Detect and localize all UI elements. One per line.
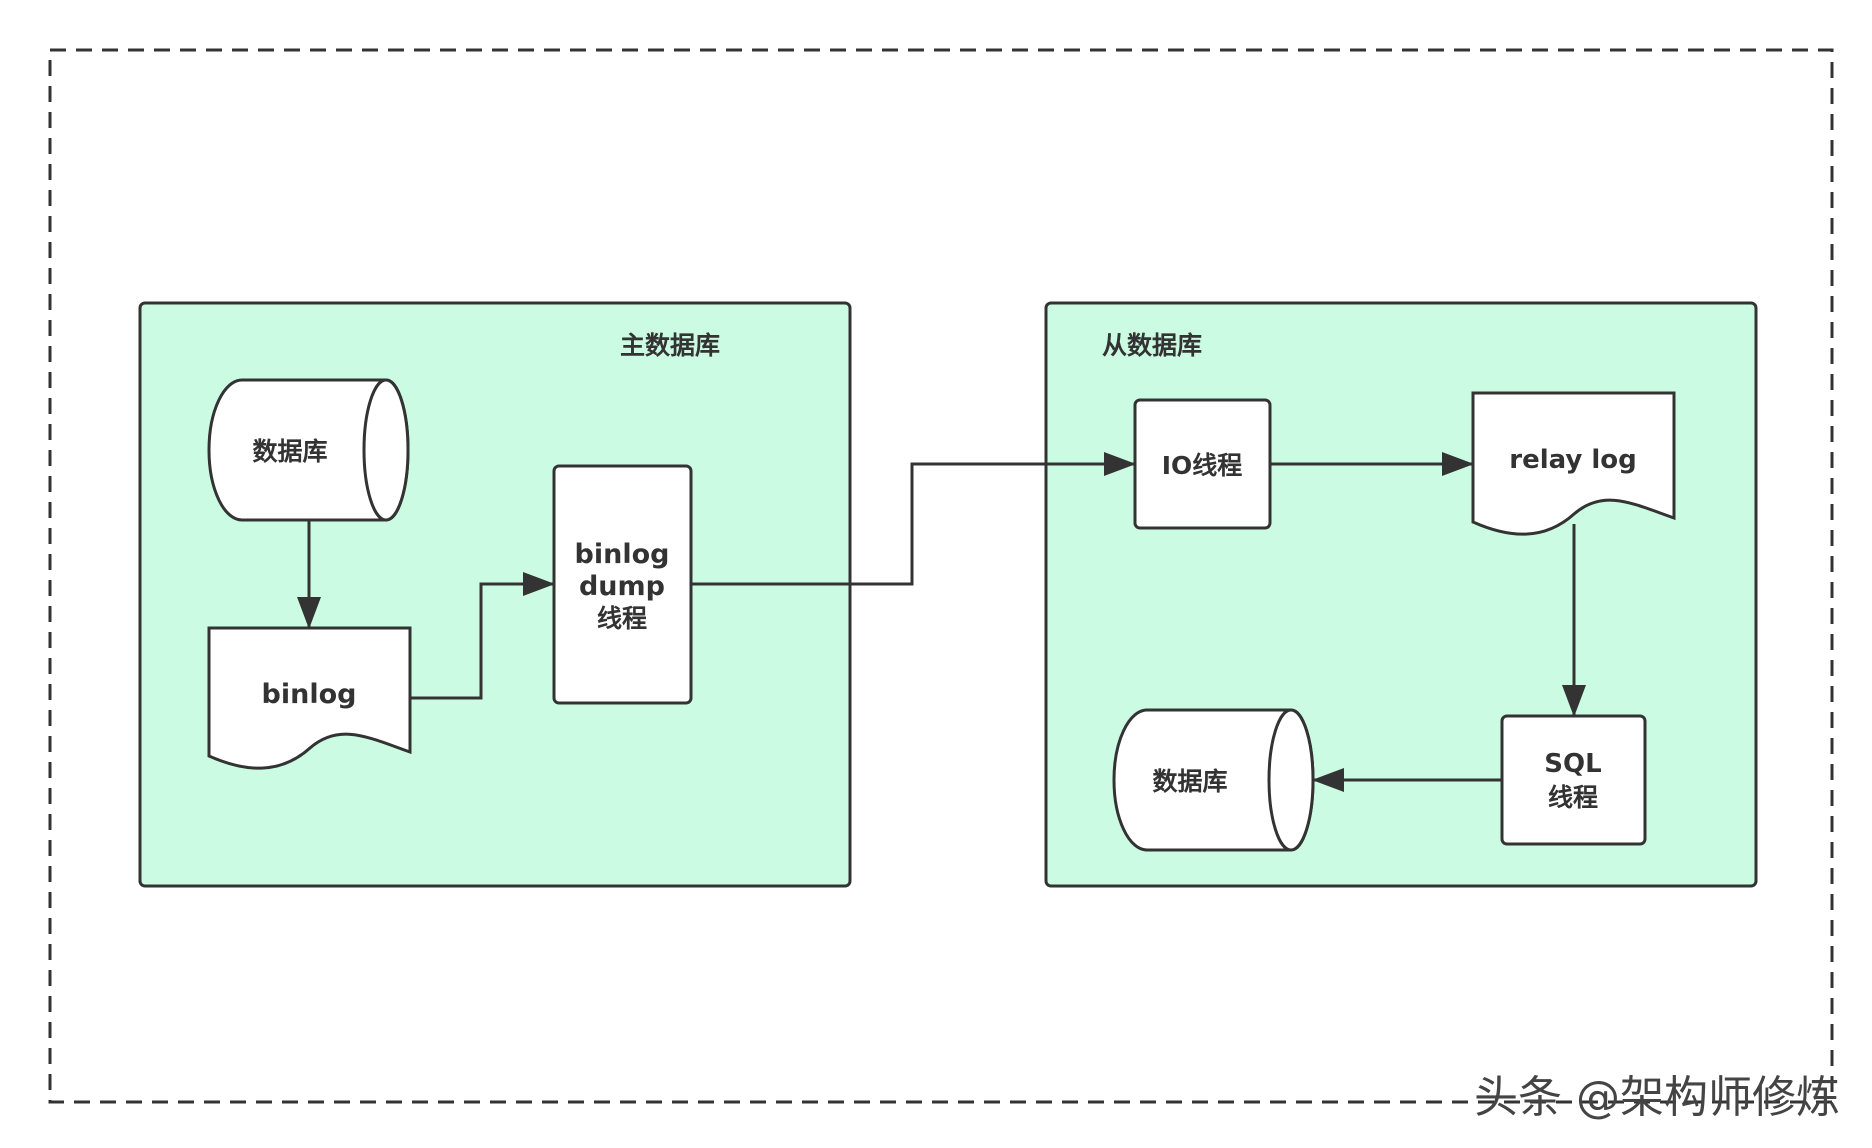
sql-thread-line-2: 线程 xyxy=(1548,783,1598,812)
io-thread-label: IO线程 xyxy=(1162,451,1243,480)
master-database-label: 数据库 xyxy=(252,437,327,466)
binlog-dump-thread-box: binlog dump 线程 xyxy=(552,464,693,705)
relay-log-label: relay log xyxy=(1509,445,1637,475)
outer-dashed-frame xyxy=(48,48,1834,1104)
binlog-document: binlog xyxy=(207,626,412,770)
sql-thread-box: SQL 线程 xyxy=(1500,714,1647,846)
binlog-label: binlog xyxy=(262,679,357,710)
sql-thread-line-1: SQL xyxy=(1544,749,1601,779)
dump-thread-line-3: 线程 xyxy=(597,604,647,633)
relay-log-document: relay log xyxy=(1471,391,1676,536)
dump-thread-line-2: dump xyxy=(579,571,665,602)
slave-database-title: 从数据库 xyxy=(1102,331,1202,360)
watermark: 头条 @架构师修炼 xyxy=(1474,1072,1840,1123)
slave-database-cylinder: 数据库 xyxy=(1112,708,1315,852)
dump-thread-line-1: binlog xyxy=(575,539,670,570)
master-database-title: 主数据库 xyxy=(620,331,720,360)
slave-database-label: 数据库 xyxy=(1152,767,1227,796)
master-database-cylinder: 数据库 xyxy=(207,378,410,522)
arrow-dump-thread-to-io-thread xyxy=(691,452,1136,586)
arrow-binlog-to-dump-thread xyxy=(410,572,555,700)
io-thread-box: IO线程 xyxy=(1133,398,1272,530)
